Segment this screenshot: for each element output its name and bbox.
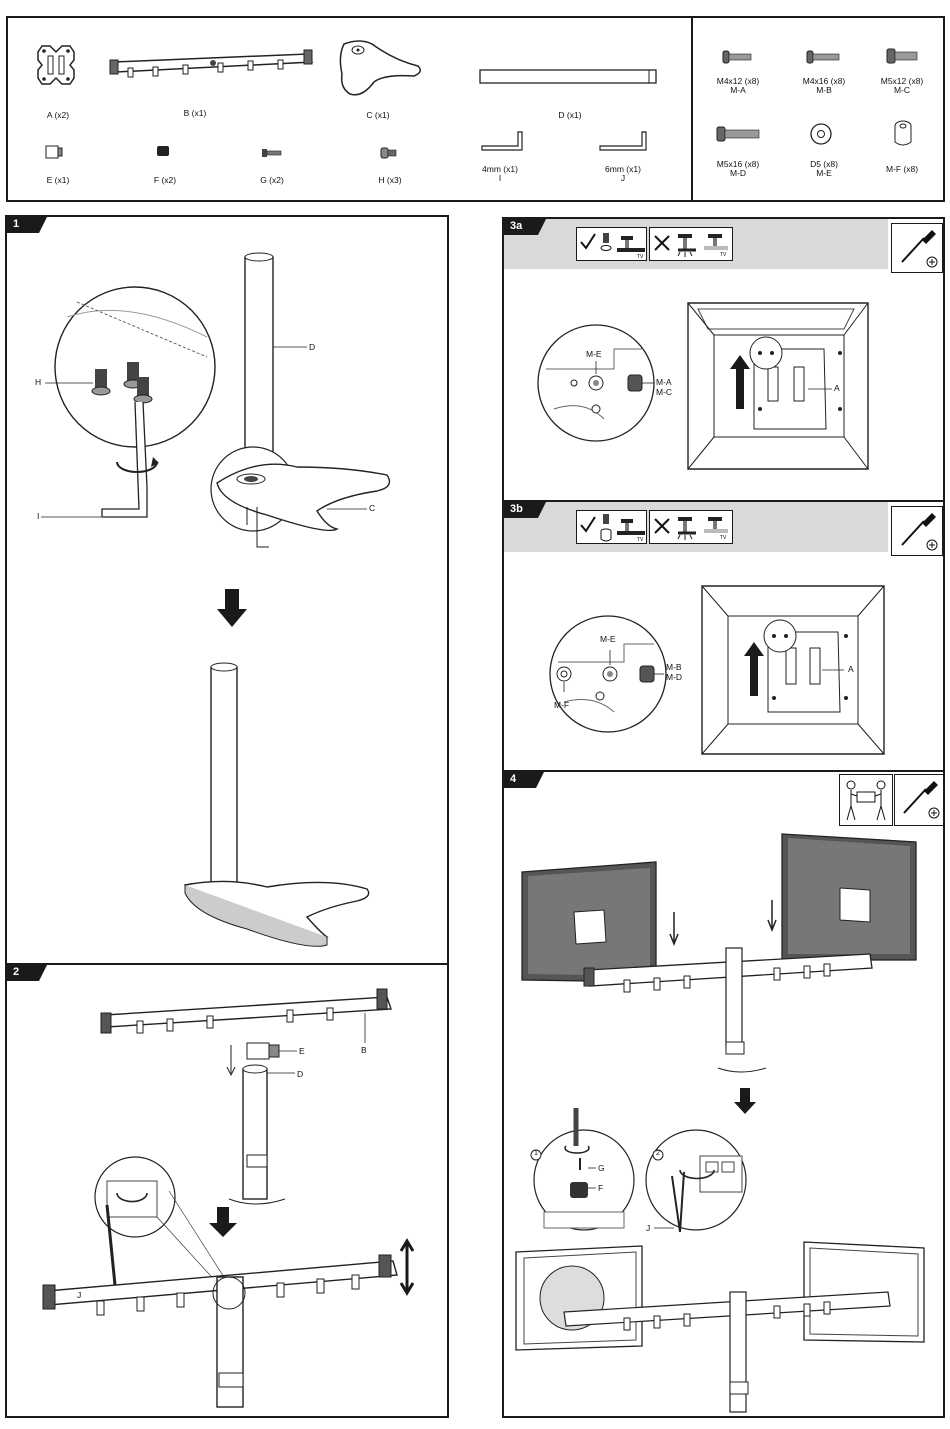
part-b-label: B (x1)	[173, 108, 217, 118]
callout-b: B	[361, 1045, 367, 1055]
hex-key-j-icon	[598, 130, 652, 152]
part-g-label: G (x2)	[250, 175, 294, 185]
step-2-illustration	[7, 965, 447, 1417]
cross-icon	[653, 234, 671, 252]
step-1-illustration	[7, 217, 447, 963]
callout-j: J	[77, 1290, 81, 1300]
step-4-illustration	[504, 772, 944, 1416]
step-2-panel: 2 E B D J	[5, 963, 449, 1418]
callout-g: G	[598, 1163, 605, 1173]
knob-f-icon	[155, 144, 171, 158]
hex-key-i-icon	[480, 130, 528, 152]
callout-mf: M-F	[554, 700, 569, 710]
hw-m-a-sub: M-A	[716, 85, 760, 95]
bolt-h-icon	[380, 146, 398, 160]
step-4-panel: 4	[502, 770, 945, 1418]
part-j-sub: J	[601, 173, 645, 183]
callout-a-3b: A	[848, 664, 854, 674]
callout-f: F	[598, 1183, 603, 1193]
callout-c: C	[369, 503, 375, 513]
callout-md: M-D	[666, 672, 682, 682]
callout-c1: 1	[534, 1150, 538, 1157]
callout-d2: D	[297, 1069, 303, 1079]
tv-screw-icon: TV	[617, 234, 645, 258]
callout-mb: M-B	[666, 662, 682, 672]
callout-mc: M-C	[656, 387, 672, 397]
hw-m-f-label: M-F (x8)	[880, 164, 924, 174]
mount-plate-a-icon	[36, 44, 76, 86]
screwdriver-tool-box	[891, 223, 943, 273]
callout-h: H	[35, 377, 41, 387]
screw-g-icon	[261, 148, 283, 158]
incorrect-method-box: TV	[649, 227, 733, 261]
correct-method-box-3b: TV	[576, 510, 647, 544]
washer-m-e-icon	[809, 122, 833, 146]
tv-screw-damage-icon	[674, 515, 700, 541]
svg-text:TV: TV	[637, 537, 644, 543]
callout-c2: 2	[656, 1150, 660, 1157]
screwdriver-icon	[896, 228, 940, 270]
callout-e: E	[299, 1046, 305, 1056]
callout-me-3a: M-E	[586, 349, 602, 359]
part-h-label: H (x3)	[368, 175, 412, 185]
svg-text:TV: TV	[637, 254, 644, 260]
spacer-m-f-icon	[892, 120, 914, 148]
check-icon	[579, 232, 597, 252]
cross-icon	[653, 517, 671, 535]
screwdriver-icon	[896, 511, 940, 553]
step-3a-number: 3a	[510, 220, 522, 232]
part-c-label: C (x1)	[356, 110, 400, 120]
hw-m-c-sub: M-C	[880, 85, 924, 95]
step-3b-number: 3b	[510, 503, 523, 515]
correct-method-box: TV	[576, 227, 647, 261]
callout-j4: J	[646, 1223, 650, 1233]
screw-spacer-icon	[599, 513, 613, 543]
step-3b-illustration	[504, 552, 944, 772]
step-3b-panel: 3b TV TV M-E M-B M-D M-F A	[502, 500, 945, 772]
callout-me-3b: M-E	[600, 634, 616, 644]
incorrect-method-box-3b: TV	[649, 510, 733, 544]
pole-d-icon	[479, 69, 657, 85]
part-i-sub: I	[478, 173, 522, 183]
callout-a-3a: A	[834, 383, 840, 393]
screw-m-d-icon	[716, 126, 762, 142]
clamp-e-icon	[44, 144, 64, 160]
check-icon	[579, 515, 597, 535]
callout-ma: M-A	[656, 377, 672, 387]
tv-screw-icon: TV	[617, 517, 645, 541]
step-1-panel: 1 H D I C	[5, 215, 449, 965]
part-f-label: F (x2)	[143, 175, 187, 185]
base-c-icon	[334, 38, 426, 98]
parts-list-panel: A (x2) B (x1) C (x1) D (x1) E (x1) F (x2…	[6, 16, 945, 202]
svg-text:TV: TV	[720, 535, 727, 541]
screw-m-a-icon	[722, 50, 754, 64]
hw-m-b-sub: M-B	[802, 85, 846, 95]
part-d-label: D (x1)	[548, 110, 592, 120]
part-e-label: E (x1)	[36, 175, 80, 185]
screw-m-c-icon	[886, 48, 920, 64]
tv-screw-damage-icon	[674, 232, 700, 258]
crossbar-arm-b-icon	[108, 48, 318, 84]
screw-m-b-icon	[806, 50, 842, 64]
hw-m-d-sub: M-D	[716, 168, 760, 178]
callout-d: D	[309, 342, 315, 352]
screwdriver-tool-box-3b	[891, 506, 943, 556]
hw-m-e-sub: M-E	[802, 168, 846, 178]
step-3a-illustration	[504, 269, 944, 501]
tv-screw-icon-2: TV	[704, 515, 730, 541]
screw-washer-icon	[599, 232, 613, 258]
svg-text:TV: TV	[720, 252, 727, 258]
part-a-label: A (x2)	[36, 110, 80, 120]
step-3a-panel: 3a TV TV M-E M-A M-C A	[502, 217, 945, 502]
callout-i: I	[37, 511, 39, 521]
tv-screw-icon-2: TV	[704, 232, 730, 258]
parts-divider	[691, 18, 693, 202]
